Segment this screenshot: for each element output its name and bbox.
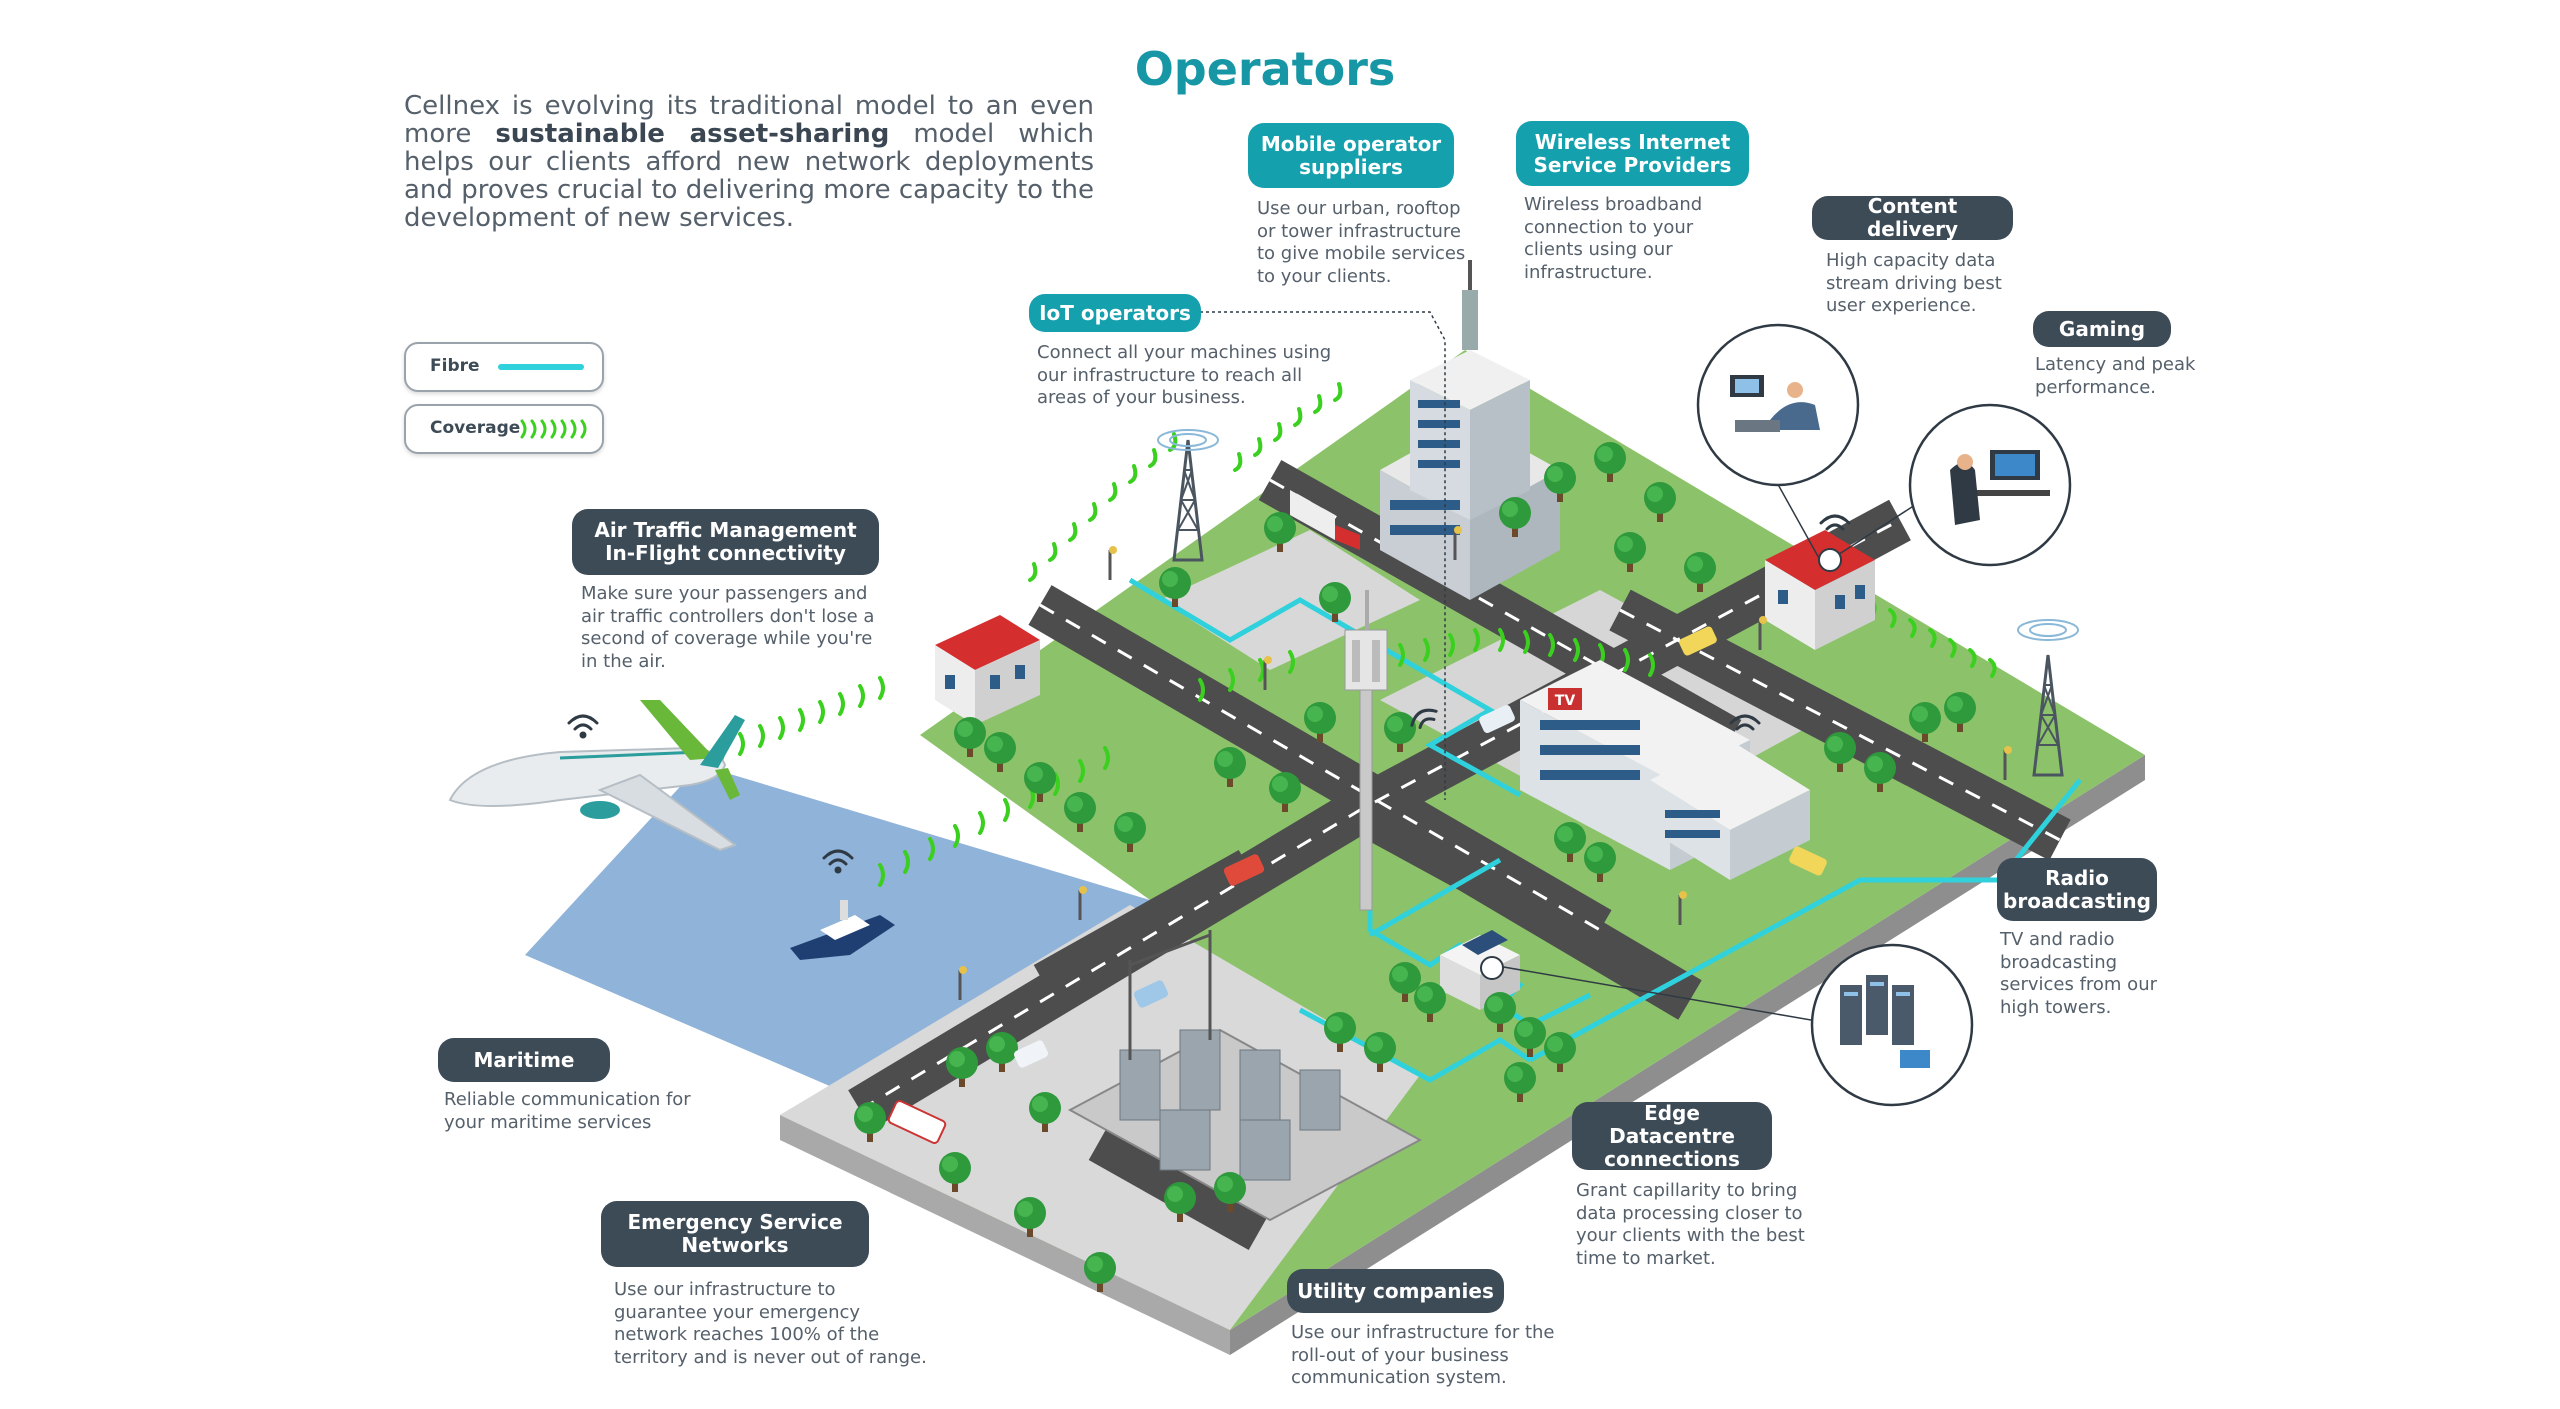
desc-gaming: Latency and peak performance. (2035, 354, 2196, 398)
desc-utility-companies: Use our infrastructure for the roll-out … (1291, 1322, 1555, 1388)
badge-edge-datacentre: Edge Datacentre connections (1572, 1101, 1772, 1170)
callout-gaming (1908, 403, 2072, 567)
desc-content-delivery: High capacity data stream driving best u… (1826, 250, 2002, 316)
tv-building: TV (1520, 660, 1810, 880)
desc-edge-datacentre: Grant capillarity to bring data processi… (1576, 1180, 1805, 1269)
desc-iot-operators: Connect all your machines using our infr… (1037, 342, 1332, 408)
desc-radio-broadcasting: TV and radio broadcasting services from … (2000, 929, 2158, 1018)
badge-radio-broadcasting: Radio broadcasting (1997, 858, 2157, 921)
intro-text-end: model which helps our clients afford new… (404, 119, 1094, 233)
intro-text-start: Cellnex is evolving its traditional mode… (404, 91, 1094, 149)
badge-content-delivery: Content delivery (1812, 195, 2013, 241)
intro-paragraph: Cellnex is evolving its traditional mode… (404, 92, 1094, 232)
badge-utility-companies: Utility companies (1287, 1269, 1504, 1313)
desc-emergency-networks: Use our infrastructure to guarantee your… (614, 1279, 927, 1368)
coverage-wave-icon (520, 419, 587, 439)
badge-wisp: Wireless Internet Service Providers (1516, 121, 1749, 186)
office-tower (1380, 260, 1560, 600)
telecom-mast (1344, 590, 1388, 911)
page-title: Operators (1134, 42, 1396, 96)
desc-mobile-operator: Use our urban, rooftop or tower infrastr… (1257, 198, 1466, 287)
desc-wisp: Wireless broadband connection to your cl… (1524, 194, 1703, 283)
callout-datacentre (1810, 943, 1974, 1107)
legend-fibre: Fibre (404, 342, 604, 392)
badge-iot-operators: IoT operators (1029, 294, 1201, 332)
legend-fibre-label: Fibre (430, 356, 480, 376)
callout-content-delivery (1696, 323, 1860, 487)
fibre-line-icon (498, 364, 584, 370)
intro-highlight: sustainable asset-sharing (495, 119, 890, 149)
tower-signal-rings (1157, 429, 2079, 641)
badge-air-traffic: Air Traffic Management In-Flight connect… (572, 509, 879, 575)
wifi-icons (567, 514, 1851, 874)
vehicles (887, 490, 1827, 1144)
boat (790, 900, 895, 960)
electrical-substation (1067, 930, 1423, 1222)
tv-sign: TV (1555, 693, 1576, 709)
badge-emergency-networks: Emergency Service Networks (601, 1201, 869, 1267)
legend-coverage: Coverage (404, 404, 604, 454)
platform-side-left (780, 1115, 1230, 1355)
desc-air-traffic: Make sure your passengers and air traffi… (581, 583, 875, 672)
desc-maritime: Reliable communication for your maritime… (444, 1089, 691, 1133)
legend-coverage-label: Coverage (430, 418, 521, 438)
badge-gaming: Gaming (2033, 311, 2171, 347)
house-left (935, 615, 1040, 725)
badge-maritime: Maritime (438, 1038, 610, 1082)
badge-mobile-operator: Mobile operator suppliers (1248, 123, 1454, 188)
airplane (448, 700, 745, 852)
platform-side-right (1230, 755, 2145, 1355)
